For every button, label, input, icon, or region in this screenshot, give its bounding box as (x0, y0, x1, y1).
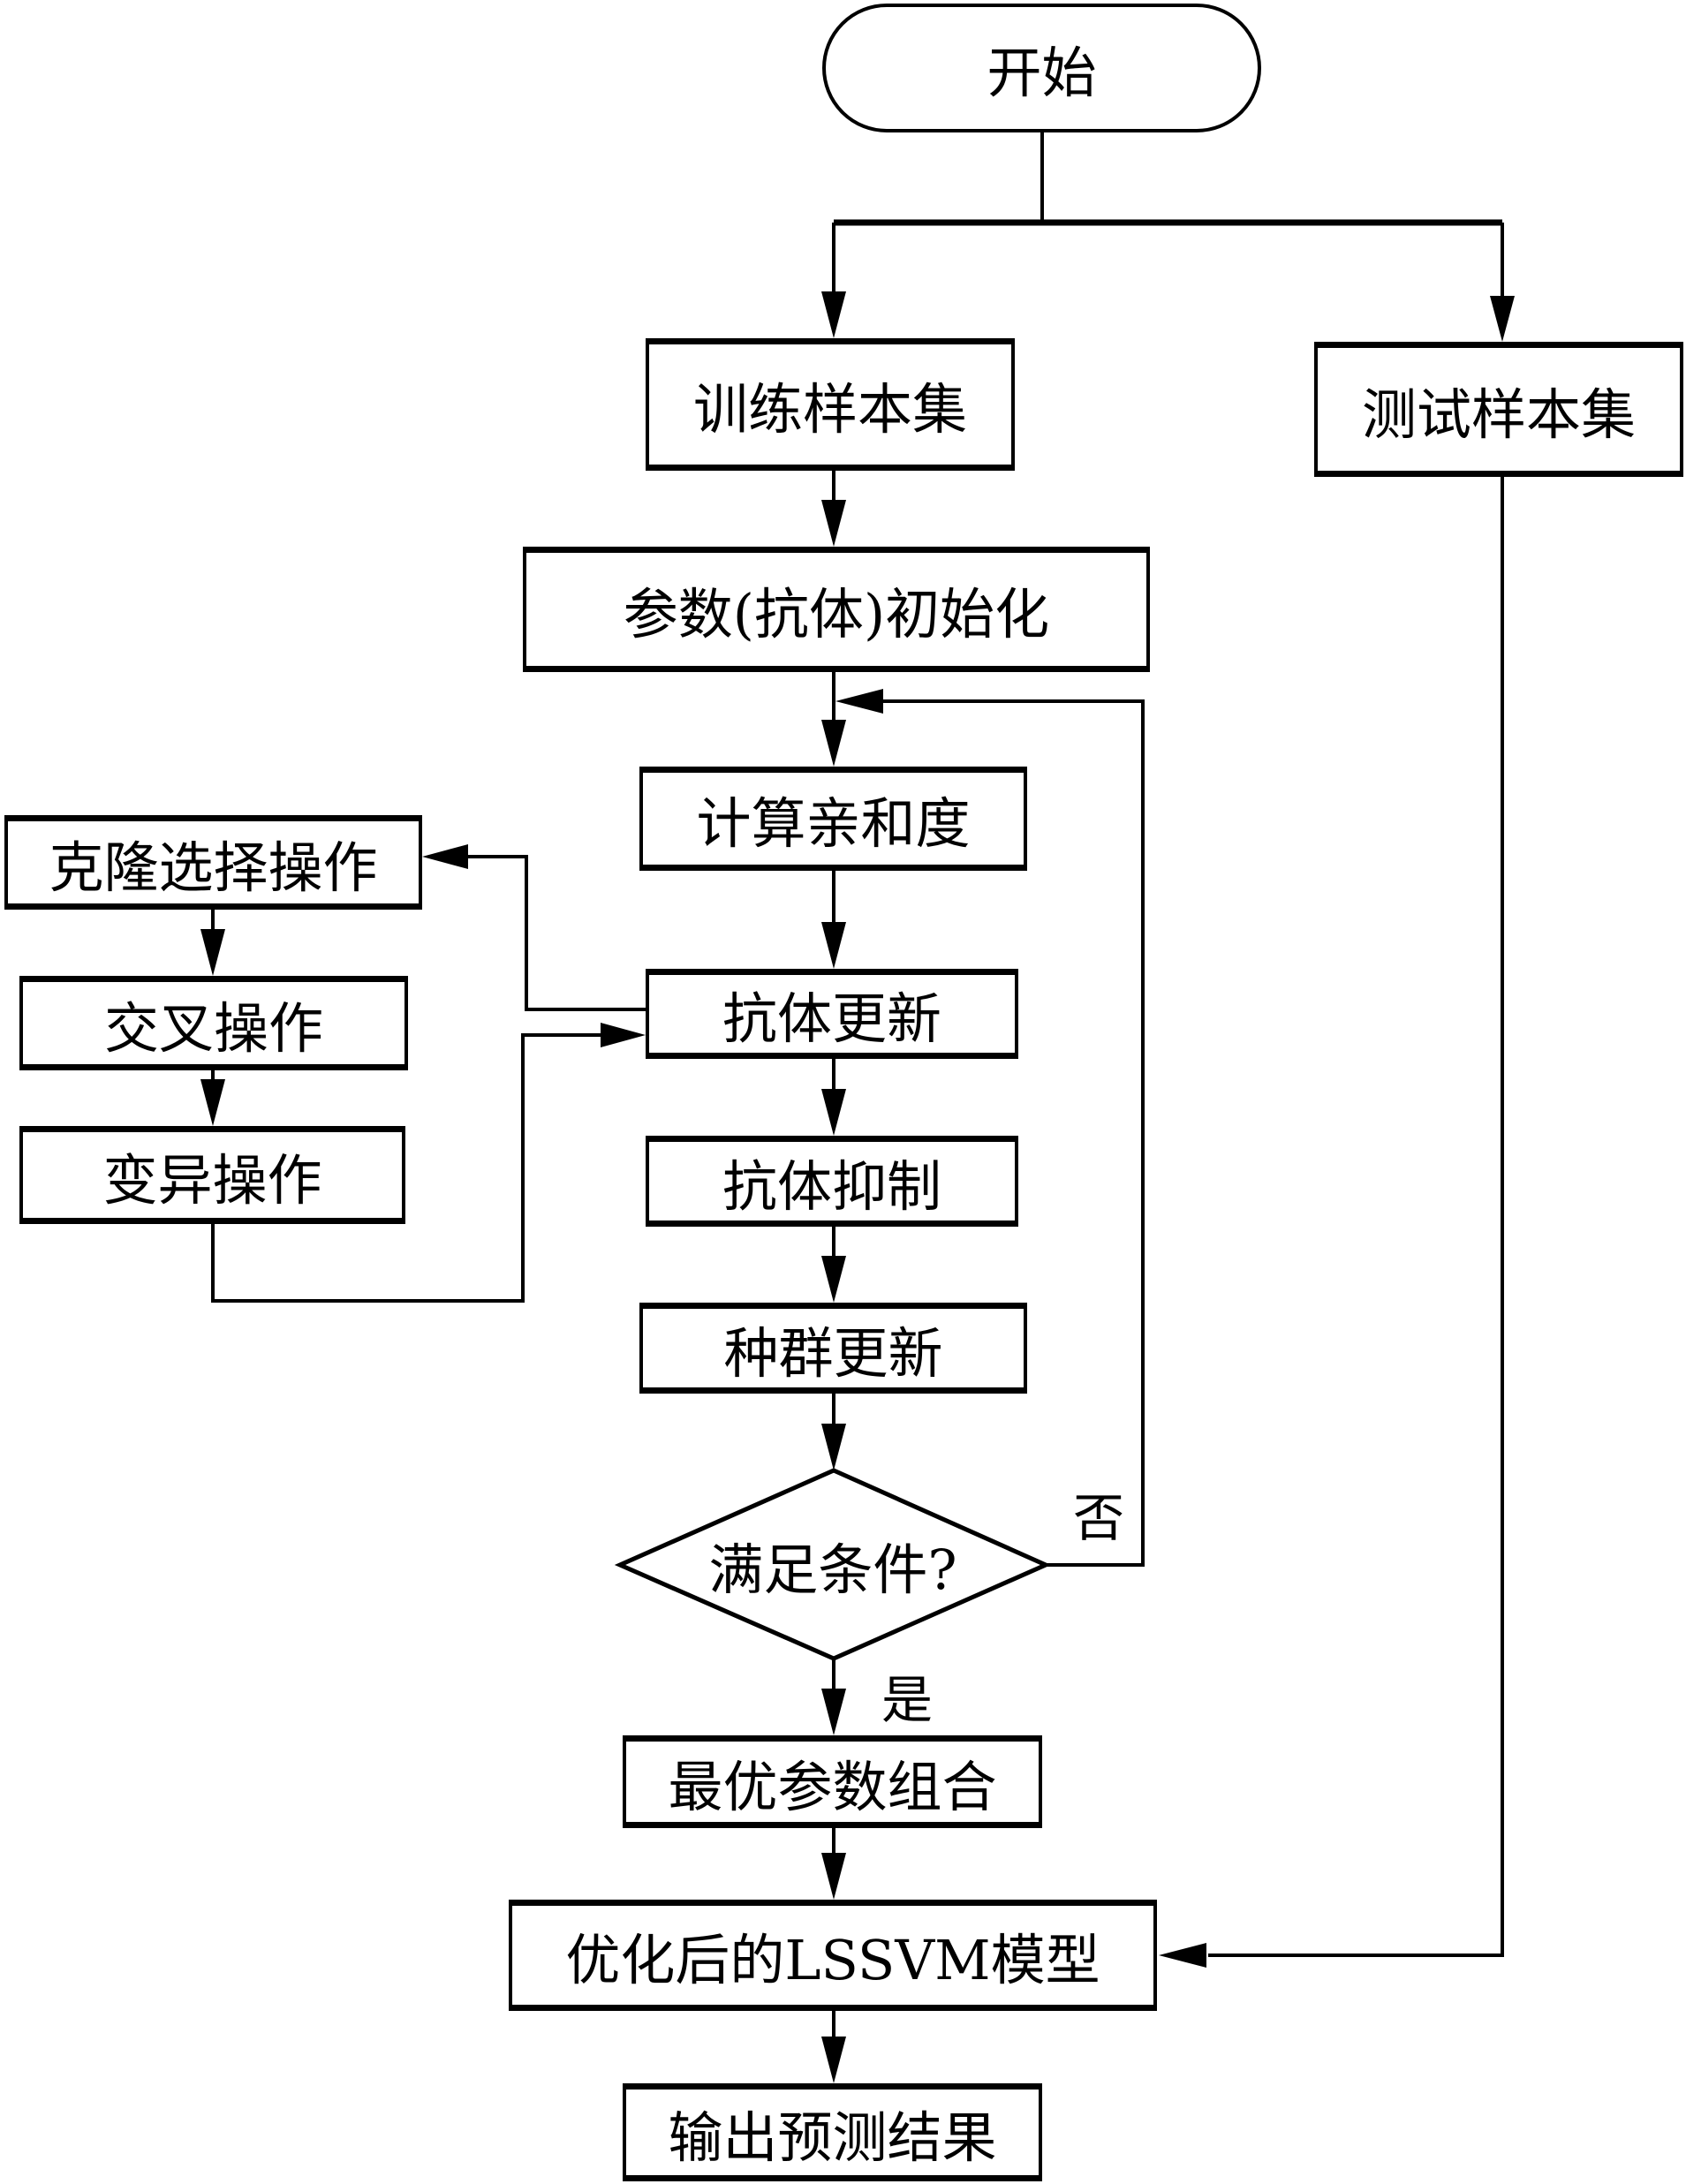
no-label: 否 (1073, 1488, 1125, 1548)
yes-label: 是 (881, 1670, 934, 1730)
crossover-label: 交叉操作 (103, 995, 323, 1061)
arrowhead-suppress (821, 1089, 846, 1136)
mutation-box: 变异操作 (19, 1126, 405, 1224)
train-set-label: 训练样本集 (692, 377, 967, 442)
arrowhead-crossover (200, 929, 225, 976)
edge-test-model (1208, 477, 1504, 1957)
train-set-box: 训练样本集 (646, 338, 1015, 471)
init-label: 参数(抗体)初始化 (623, 582, 1050, 646)
edge-update-clone (466, 855, 646, 1011)
antibody-update-box: 抗体更新 (646, 969, 1018, 1059)
affinity-box: 计算亲和度 (639, 767, 1027, 871)
decision-diamond-shape (614, 1468, 1052, 1661)
output-box: 输出预测结果 (623, 2083, 1042, 2181)
arrowhead-optimal (821, 1689, 846, 1735)
population-update-label: 种群更新 (723, 1320, 943, 1386)
mutation-label: 变异操作 (102, 1147, 322, 1213)
decision-label: 满足条件? (708, 1537, 957, 1602)
edge-decision-no-loop (883, 699, 1145, 1567)
edge-mutation-update (211, 1033, 601, 1303)
arrowhead-train (821, 291, 846, 338)
arrowhead-decision (821, 1424, 846, 1470)
start-label: 开始 (987, 41, 1097, 105)
test-set-box: 测试样本集 (1314, 342, 1683, 477)
arrowhead-mutation-update (601, 1023, 646, 1047)
crossover-box: 交叉操作 (19, 976, 408, 1070)
population-update-box: 种群更新 (639, 1303, 1027, 1394)
optimal-params-label: 最优参数组合 (668, 1754, 997, 1819)
arrowhead-output (821, 2037, 846, 2083)
init-box: 参数(抗体)初始化 (523, 547, 1150, 672)
optimal-params-box: 最优参数组合 (623, 1735, 1042, 1828)
arrowhead-affinity (821, 720, 846, 767)
antibody-update-label: 抗体更新 (722, 986, 941, 1051)
affinity-label: 计算亲和度 (696, 791, 971, 856)
arrowhead-test-model (1159, 1943, 1206, 1968)
arrowhead-loop (835, 689, 883, 714)
decision-node: 满足条件? (620, 1470, 1046, 1659)
start-terminal: 开始 (822, 4, 1261, 132)
clone-select-box: 克隆选择操作 (4, 815, 422, 910)
output-label: 输出预测结果 (668, 2105, 997, 2170)
arrowhead-test (1490, 296, 1515, 342)
arrowhead-init (821, 500, 846, 547)
antibody-suppress-label: 抗体抑制 (722, 1153, 941, 1219)
optimized-model-label: 优化后的LSSVM模型 (565, 1928, 1100, 1992)
arrowhead-update (821, 922, 846, 969)
antibody-suppress-box: 抗体抑制 (646, 1136, 1018, 1227)
clone-select-label: 克隆选择操作 (49, 835, 378, 900)
arrowhead-clone (422, 844, 468, 869)
arrowhead-model (821, 1853, 846, 1900)
optimized-model-box: 优化后的LSSVM模型 (509, 1900, 1157, 2011)
arrowhead-pop (821, 1256, 846, 1303)
arrowhead-mutation (200, 1079, 225, 1126)
test-set-label: 测试样本集 (1361, 382, 1636, 447)
